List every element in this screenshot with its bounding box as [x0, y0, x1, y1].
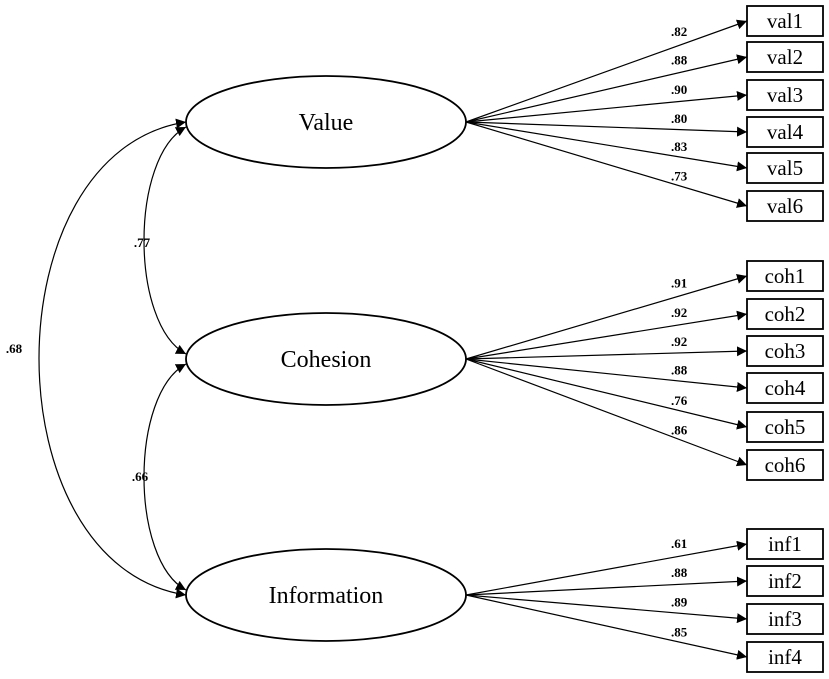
- indicator-inf4: inf4: [746, 641, 824, 673]
- indicator-box: [746, 116, 824, 148]
- loading-value-inf2: .88: [671, 565, 688, 580]
- indicator-coh5: coh5: [746, 411, 824, 443]
- correlation-arc-cohesion-information: [143, 363, 187, 591]
- indicator-coh4: coh4: [746, 372, 824, 404]
- indicator-label: val2: [767, 45, 803, 69]
- indicator-coh2: coh2: [746, 298, 824, 330]
- loading-value-coh4: .88: [671, 363, 688, 378]
- indicator-val3: val3: [746, 79, 824, 111]
- latent-factor-cohesion: Cohesion: [185, 312, 467, 406]
- indicator-val1: val1: [746, 5, 824, 37]
- loading-path-val3: [465, 90, 748, 123]
- indicator-inf1: inf1: [746, 528, 824, 560]
- indicator-box: [746, 641, 824, 673]
- latent-ellipse: [185, 548, 467, 642]
- loading-path-val4: [465, 121, 748, 137]
- latent-factor-information: Information: [185, 548, 467, 642]
- loading-value-val1: .82: [671, 24, 687, 39]
- loading-path-val6: [465, 121, 748, 208]
- loading-path-inf4: [465, 594, 748, 660]
- indicator-box: [746, 298, 824, 330]
- latent-ellipse: [185, 312, 467, 406]
- loading-path-val2: [465, 54, 748, 123]
- indicator-box: [746, 79, 824, 111]
- loading-value-val5: .83: [671, 139, 688, 154]
- loading-value-coh5: .76: [671, 393, 688, 408]
- loading-value-inf1: .61: [671, 536, 687, 551]
- indicator-label: coh5: [765, 415, 806, 439]
- loading-path-coh3: [465, 346, 748, 360]
- loading-path-val1: [465, 19, 748, 123]
- latent-ellipse: [185, 75, 467, 169]
- indicator-coh6: coh6: [746, 449, 824, 481]
- nodes: val1 val2 val3 val4 val5 val6 Value coh1 coh2 coh…: [185, 5, 824, 673]
- indicator-label: val4: [767, 120, 804, 144]
- loading-value-val3: .90: [671, 82, 687, 97]
- loading-value-coh6: .86: [671, 423, 688, 438]
- indicator-coh1: coh1: [746, 260, 824, 292]
- loading-value-inf4: .85: [671, 624, 688, 639]
- indicator-val6: val6: [746, 190, 824, 222]
- loading-value-val2: .88: [671, 52, 688, 67]
- indicator-label: val6: [767, 194, 803, 218]
- indicator-label: coh3: [765, 339, 806, 363]
- loading-path-coh5: [465, 358, 748, 430]
- latent-label: Information: [269, 583, 384, 609]
- indicator-val2: val2: [746, 41, 824, 73]
- indicator-box: [746, 41, 824, 73]
- indicator-val5: val5: [746, 152, 824, 184]
- indicator-box: [746, 190, 824, 222]
- indicator-box: [746, 260, 824, 292]
- correlation-value-value-information: .68: [6, 341, 23, 356]
- indicator-label: val3: [767, 83, 803, 107]
- loading-paths: .82 .88 .90 .80 .83 .73 .91 .92 .92 .88 .76 .86 .61.…: [465, 19, 748, 660]
- loading-path-coh6: [465, 358, 748, 467]
- indicator-box: [746, 372, 824, 404]
- loading-value-coh2: .92: [671, 305, 687, 320]
- correlation-value-value-cohesion: .77: [134, 235, 151, 250]
- correlation-arc-value-cohesion: [143, 126, 187, 355]
- correlation-value-cohesion-information: .66: [132, 469, 149, 484]
- loading-value-val6: .73: [671, 169, 688, 184]
- loading-path-inf3: [465, 594, 748, 624]
- indicator-inf2: inf2: [746, 565, 824, 597]
- indicator-label: coh2: [765, 302, 806, 326]
- indicator-label: coh6: [765, 453, 806, 477]
- indicator-label: val5: [767, 156, 803, 180]
- loading-path-coh2: [465, 310, 748, 360]
- latent-label: Cohesion: [281, 347, 372, 373]
- indicator-box: [746, 528, 824, 560]
- indicator-box: [746, 603, 824, 635]
- indicator-label: inf4: [768, 645, 802, 669]
- loading-path-val5: [465, 121, 748, 172]
- loading-value-coh3: .92: [671, 334, 687, 349]
- loading-path-coh1: [465, 274, 748, 360]
- indicator-label: coh1: [765, 264, 806, 288]
- indicator-box: [746, 5, 824, 37]
- indicator-box: [746, 411, 824, 443]
- loading-path-inf2: [465, 576, 748, 596]
- indicator-label: inf1: [768, 532, 802, 556]
- loading-path-coh4: [465, 358, 748, 392]
- indicator-box: [746, 449, 824, 481]
- indicator-label: val1: [767, 9, 803, 33]
- indicator-label: coh4: [765, 376, 806, 400]
- indicator-coh3: coh3: [746, 335, 824, 367]
- loading-value-inf3: .89: [671, 595, 688, 610]
- correlation-arcs: .77 .66 .68: [6, 118, 187, 599]
- correlation-arc-value-information: [38, 118, 187, 599]
- latent-label: Value: [299, 110, 354, 136]
- indicator-box: [746, 565, 824, 597]
- indicator-val4: val4: [746, 116, 824, 148]
- loading-path-inf1: [465, 540, 748, 596]
- loading-value-coh1: .91: [671, 275, 687, 290]
- indicator-box: [746, 152, 824, 184]
- indicator-label: inf2: [768, 569, 802, 593]
- indicator-label: inf3: [768, 607, 802, 631]
- indicator-box: [746, 335, 824, 367]
- latent-factor-value: Value: [185, 75, 467, 169]
- indicator-inf3: inf3: [746, 603, 824, 635]
- loading-value-val4: .80: [671, 111, 687, 126]
